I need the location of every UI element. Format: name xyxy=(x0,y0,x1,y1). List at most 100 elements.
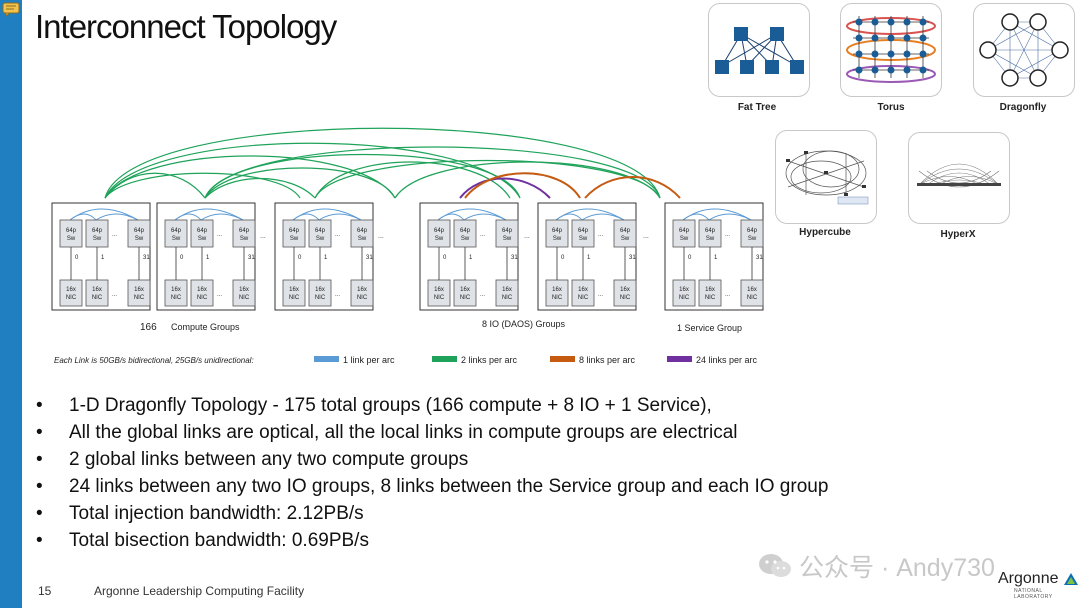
nic-box xyxy=(308,279,332,307)
switch-label: 64p xyxy=(289,228,300,234)
compute-group-count: 166 xyxy=(140,322,157,333)
port-label-0: 0 xyxy=(75,255,79,261)
legend-swatch-8 xyxy=(550,356,575,362)
nic-label: NIC xyxy=(289,295,300,301)
bullet-item: •Total bisection bandwidth: 0.69PB/s xyxy=(36,530,369,551)
argonne-logo-subtext: NATIONAL LABORATORY xyxy=(1014,588,1053,600)
legend-swatch-1 xyxy=(314,356,339,362)
nic-label: NIC xyxy=(134,295,145,301)
bullet-list: •1-D Dragonfly Topology - 175 total grou… xyxy=(36,392,828,554)
watermark-text: 公众号 · Andy730 xyxy=(799,554,995,582)
hypercube-thumbnail xyxy=(775,130,877,224)
switch-ellipsis: ... xyxy=(335,232,340,238)
switch-label: Sw xyxy=(503,236,512,242)
nic-ellipsis: ... xyxy=(112,292,117,298)
group-boxes xyxy=(51,202,764,311)
nic-label: NIC xyxy=(315,295,326,301)
wechat-icon xyxy=(759,554,791,577)
nic-label: NIC xyxy=(578,295,589,301)
nic-box xyxy=(545,279,569,307)
port-label-1: 1 xyxy=(324,255,328,261)
legend-label-2: 2 links per arc xyxy=(461,355,518,365)
nic-box xyxy=(672,279,696,307)
switch-label: Sw xyxy=(358,236,367,242)
port-label-0: 0 xyxy=(298,255,302,261)
compute-group-label: Compute Groups xyxy=(171,322,240,332)
io-link-purple xyxy=(459,177,551,199)
port-label-31: 31 xyxy=(511,255,518,261)
port-label-1: 1 xyxy=(206,255,210,261)
footer-text: Argonne Leadership Computing Facility xyxy=(94,584,305,598)
switch-label: 64p xyxy=(197,228,208,234)
nic-label: NIC xyxy=(705,295,716,301)
argonne-logo-text: Argonne xyxy=(998,570,1059,587)
nic-ellipsis: ... xyxy=(598,292,603,298)
nic-box xyxy=(740,279,764,307)
switch-ellipsis: ... xyxy=(112,232,117,238)
nic-label: NIC xyxy=(92,295,103,301)
nic-label: 16x xyxy=(747,287,757,293)
nic-label: NIC xyxy=(66,295,77,301)
legend-note: Each Link is 50GB/s bidirectional, 25GB/… xyxy=(54,356,254,365)
torus-icon xyxy=(846,16,936,83)
nic-ellipsis: ... xyxy=(480,292,485,298)
bullet-item: •Total injection bandwidth: 2.12PB/s xyxy=(36,503,364,524)
switch-label: 64p xyxy=(679,228,690,234)
group-ellipsis: ... xyxy=(524,233,530,240)
nic-ellipsis: ... xyxy=(725,292,730,298)
port-label-1: 1 xyxy=(469,255,473,261)
group-ellipsis: ... xyxy=(260,233,266,240)
nic-label: NIC xyxy=(197,295,208,301)
bullet-item: •2 global links between any two compute … xyxy=(36,449,469,470)
nic-label: 16x xyxy=(197,287,207,293)
bullet-item: •24 links between any two IO groups, 8 l… xyxy=(36,476,829,497)
hyperx-thumbnail xyxy=(908,132,1010,224)
switch-label: 64p xyxy=(460,228,471,234)
io-link-orange-1 xyxy=(464,172,581,199)
legend-label-1: 1 link per arc xyxy=(343,355,395,365)
nic-ellipsis: ... xyxy=(217,292,222,298)
nic-label: 16x xyxy=(460,287,470,293)
switch-label: 64p xyxy=(620,228,631,234)
hyperx-icon xyxy=(917,163,1001,188)
slide-title: Interconnect Topology xyxy=(35,8,337,45)
nic-label: NIC xyxy=(552,295,563,301)
switch-label: 64p xyxy=(552,228,563,234)
nic-label: NIC xyxy=(502,295,513,301)
service-group-label: 1 Service Group xyxy=(677,323,742,333)
switch-label: Sw xyxy=(748,236,757,242)
comment-icon[interactable] xyxy=(2,2,20,17)
switch-label: Sw xyxy=(290,236,299,242)
dragonfly-label: Dragonfly xyxy=(999,102,1047,113)
nic-box xyxy=(427,279,451,307)
switch-label: Sw xyxy=(316,236,325,242)
nic-box xyxy=(164,279,188,307)
switch-label: Sw xyxy=(553,236,562,242)
torus-thumbnail xyxy=(840,3,942,97)
port-label-0: 0 xyxy=(561,255,565,261)
port-label-0: 0 xyxy=(443,255,447,261)
switch-label: Sw xyxy=(198,236,207,242)
port-label-1: 1 xyxy=(587,255,591,261)
torus-label: Torus xyxy=(877,102,905,113)
port-label-31: 31 xyxy=(366,255,373,261)
port-label-0: 0 xyxy=(180,255,184,261)
nic-label: 16x xyxy=(289,287,299,293)
switch-label: Sw xyxy=(67,236,76,242)
nic-label: NIC xyxy=(171,295,182,301)
io-link-orange-2 xyxy=(584,176,681,199)
nic-label: NIC xyxy=(460,295,471,301)
argonne-logo: Argonne xyxy=(998,570,1079,588)
bullet-item: •1-D Dragonfly Topology - 175 total grou… xyxy=(36,395,712,416)
nic-label: NIC xyxy=(747,295,758,301)
dragonfly-thumbnail xyxy=(973,3,1075,97)
nic-label: NIC xyxy=(239,295,250,301)
nic-label: 16x xyxy=(357,287,367,293)
switch-label: 64p xyxy=(705,228,716,234)
port-label-0: 0 xyxy=(688,255,692,261)
nic-label: 16x xyxy=(578,287,588,293)
nic-box xyxy=(453,279,477,307)
switch-label: Sw xyxy=(93,236,102,242)
switch-label: 64p xyxy=(92,228,103,234)
